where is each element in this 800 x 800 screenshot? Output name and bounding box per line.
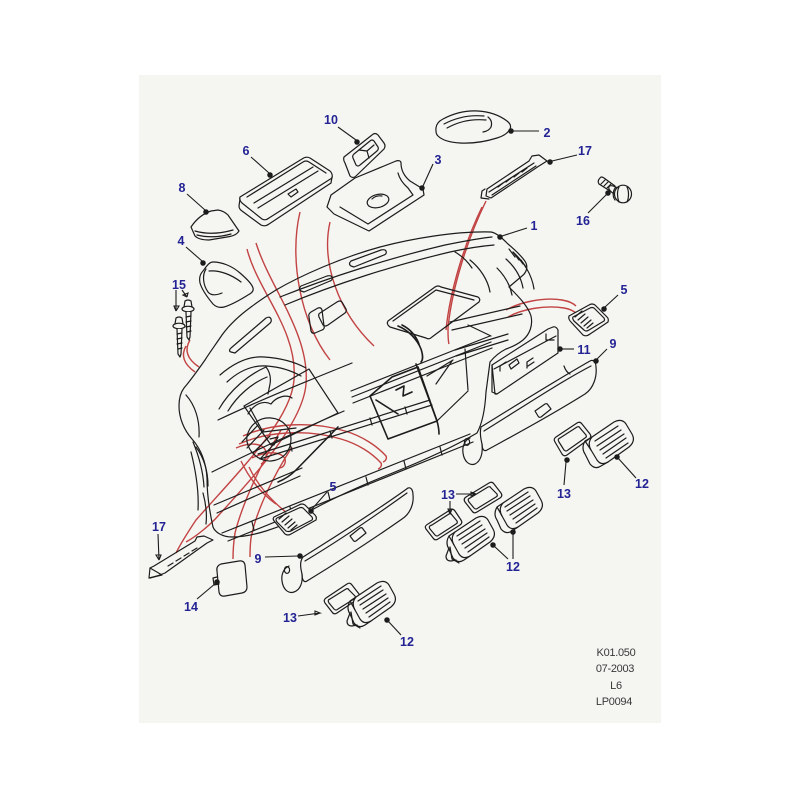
svg-text:17: 17 — [578, 144, 592, 158]
svg-text:10: 10 — [324, 113, 338, 127]
svg-text:13: 13 — [441, 488, 455, 502]
svg-text:12: 12 — [400, 635, 414, 649]
svg-text:12: 12 — [506, 560, 520, 574]
svg-text:17: 17 — [152, 520, 166, 534]
svg-text:11: 11 — [577, 343, 590, 357]
svg-text:13: 13 — [283, 611, 297, 625]
svg-text:9: 9 — [610, 337, 617, 351]
svg-text:LP0094: LP0094 — [596, 696, 632, 708]
svg-text:2: 2 — [544, 126, 551, 140]
svg-text:16: 16 — [576, 214, 590, 228]
svg-text:15: 15 — [172, 278, 186, 292]
svg-text:6: 6 — [243, 144, 250, 158]
svg-text:9: 9 — [255, 552, 262, 566]
svg-text:07-2003: 07-2003 — [596, 663, 634, 675]
svg-text:K01.050: K01.050 — [597, 647, 636, 659]
svg-text:8: 8 — [179, 181, 186, 195]
svg-text:13: 13 — [557, 487, 571, 501]
svg-text:5: 5 — [621, 283, 628, 297]
svg-text:5: 5 — [330, 480, 337, 494]
svg-text:1: 1 — [531, 219, 538, 233]
svg-text:14: 14 — [184, 600, 198, 614]
svg-text:12: 12 — [635, 477, 649, 491]
svg-text:L6: L6 — [610, 680, 622, 692]
svg-text:3: 3 — [435, 153, 442, 167]
svg-text:4: 4 — [178, 234, 185, 248]
